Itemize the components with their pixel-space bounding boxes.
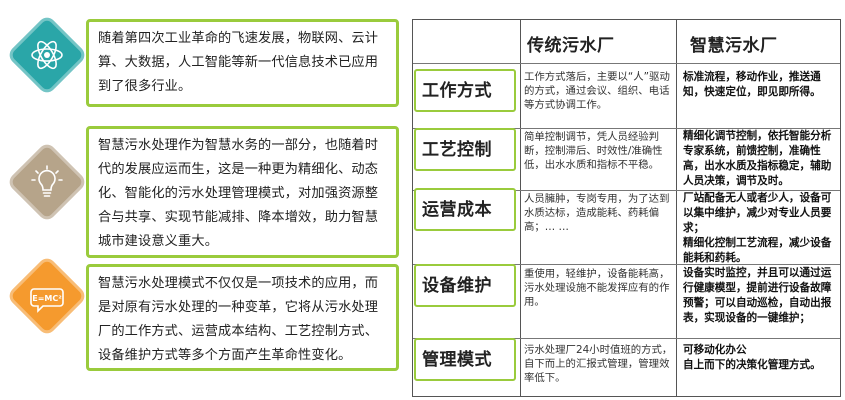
transformation-text-box: 智慧污水处理模式不仅仅是一项技术的应用，而是对原有污水处理的一种变革，它将从污水… xyxy=(86,264,399,371)
cell-smart-management-mode: 可移动化办公 自上而下的决策化管理方式。 xyxy=(683,344,821,371)
row-label-process-control: 工艺控制 xyxy=(414,128,516,171)
table-divider-2 xyxy=(676,20,677,396)
row-label-work-mode: 工作方式 xyxy=(414,69,516,112)
cell-traditional-operating-cost: 人员臃肿，专岗专用，为了达到水质达标，造成能耗、药耗偏高；… … xyxy=(524,193,670,233)
header-divider xyxy=(413,63,840,64)
lightbulb-icon-badge xyxy=(5,140,89,224)
atom-icon xyxy=(31,40,63,70)
cell-smart-process-control: 精细化调节控制，依托智能分析专家系统，前馈控制，准确性高，出水水质及指标稳定，辅… xyxy=(683,130,832,187)
cell-smart-equipment-maintenance: 设备实时监控，并且可以通过运行健康模型，提前进行设备故障预警；可以自动巡检，自动… xyxy=(683,267,832,324)
intro-text: 随着第四次工业革命的飞速发展，物联网、云计算、大数据，人工智能等新一代信息技术已… xyxy=(98,31,379,94)
atom-icon-badge xyxy=(5,13,89,97)
row-label-operating-cost: 运营成本 xyxy=(414,188,516,231)
row-label-equipment-maintenance: 设备维护 xyxy=(414,264,516,307)
cell-traditional-management-mode: 污水处理厂24小时值班的方式，自下而上的汇报式管理，管理效率低下。 xyxy=(524,344,673,384)
row-label-management-mode: 管理模式 xyxy=(414,338,516,381)
emc2-label: E=MC² xyxy=(32,294,62,303)
intro-text-box: 随着第四次工业革命的飞速发展，物联网、云计算、大数据，人工智能等新一代信息技术已… xyxy=(86,19,399,107)
lightbulb-icon xyxy=(31,165,63,197)
cell-smart-operating-cost: 厂站配备无人或者少人，设备可以集中维护，减少对专业人员要求； 精细化控制工艺流程… xyxy=(683,192,832,264)
cell-traditional-process-control: 简单控制调节，凭人员经验判断，控制滞后、时效性/准确性低，出水水质和指标不平稳。 xyxy=(524,131,663,171)
background-text: 智慧污水处理作为智慧水务的一部分，也随着时代的发展应运而生，这是一种更为精细化、… xyxy=(98,138,379,249)
emc2-icon-badge: E=MC² xyxy=(5,254,89,338)
row-divider-1 xyxy=(413,128,840,129)
background-text-box: 智慧污水处理作为智慧水务的一部分，也随着时代的发展应运而生，这是一种更为精细化、… xyxy=(86,126,399,258)
row-divider-3 xyxy=(413,264,840,265)
transformation-text: 智慧污水处理模式不仅仅是一项技术的应用，而是对原有污水处理的一种变革，它将从污水… xyxy=(98,276,379,363)
header-traditional: 传统污水厂 xyxy=(527,36,615,56)
table-divider-1 xyxy=(520,20,521,396)
row-divider-4 xyxy=(413,338,840,339)
row-divider-2 xyxy=(413,190,840,191)
cell-traditional-work-mode: 工作方式落后，主要以“人”驱动的方式，通过会议、组织、电话等方式协调工作。 xyxy=(524,71,670,111)
emc2-speech-bubble-icon: E=MC² xyxy=(30,288,64,313)
cell-traditional-equipment-maintenance: 重使用，轻维护，设备能耗高，污水处理设施不能发挥应有的作用。 xyxy=(524,268,670,308)
cell-smart-work-mode: 标准流程，移动作业，推送通知，快速定位，即见即所得。 xyxy=(683,71,821,98)
header-smart: 智慧污水厂 xyxy=(690,36,778,56)
